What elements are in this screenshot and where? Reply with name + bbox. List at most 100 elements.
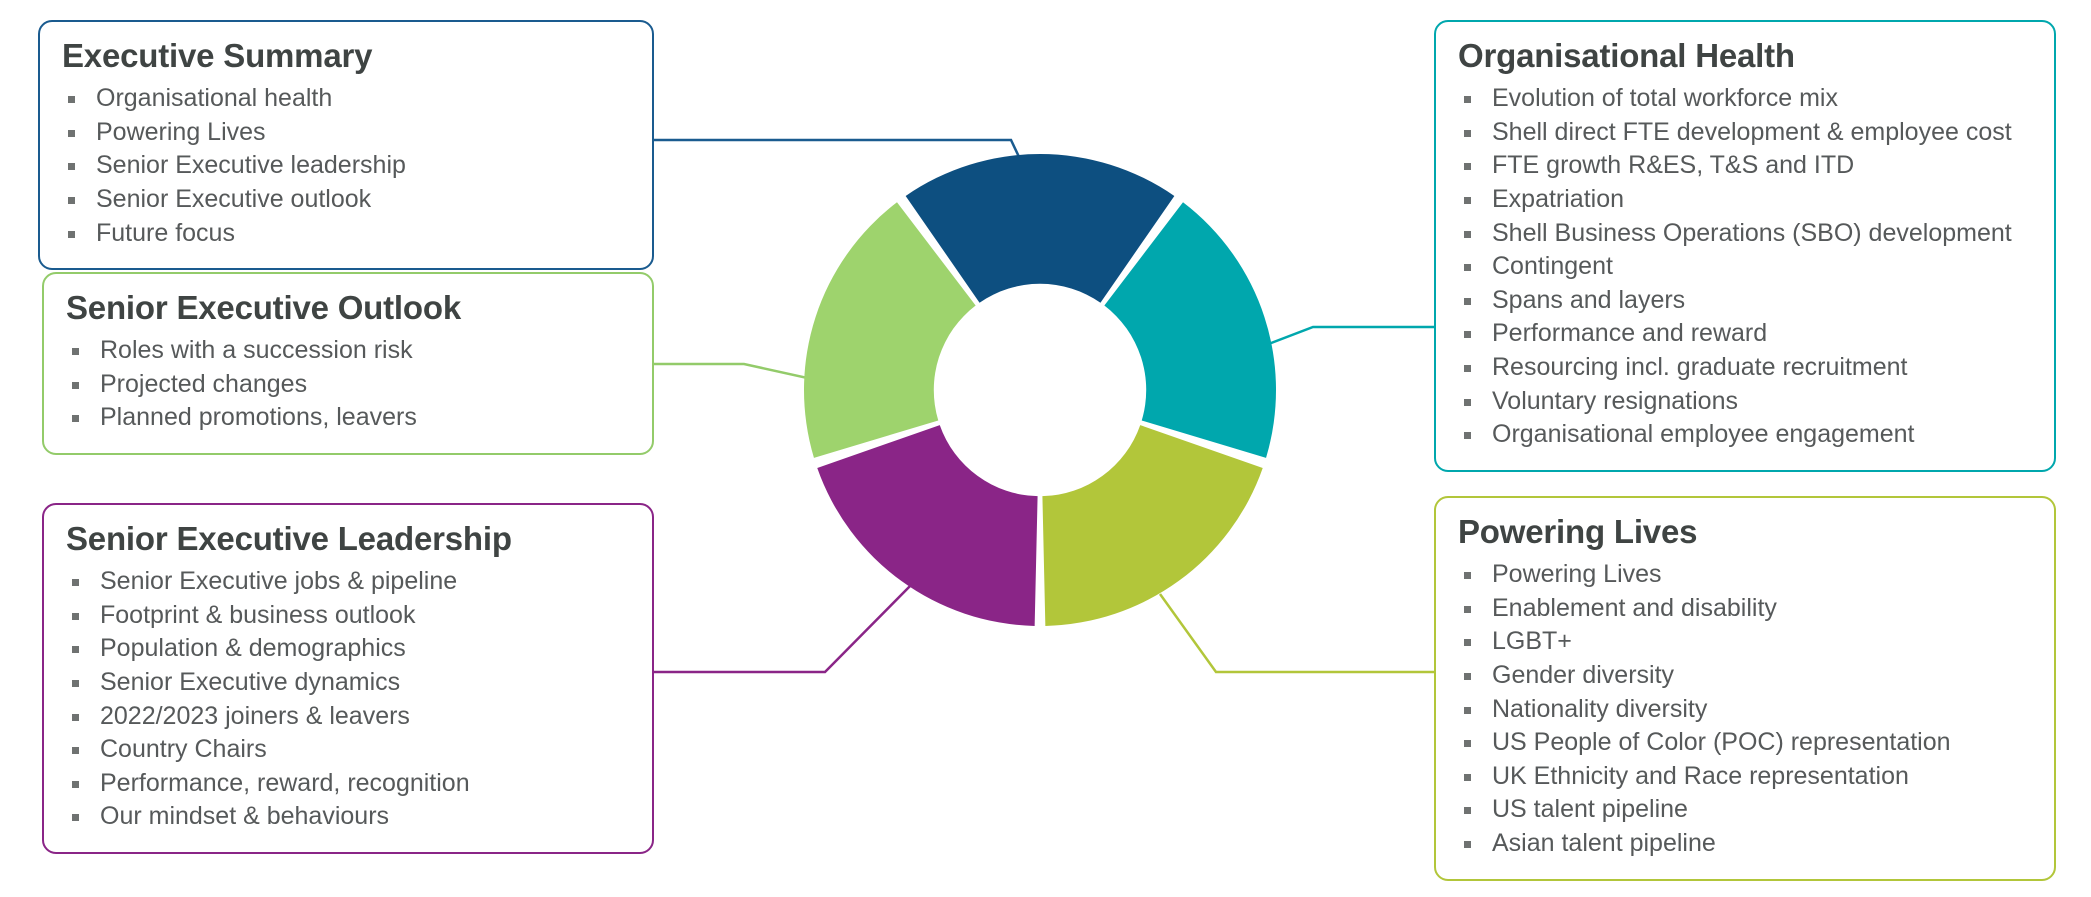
square-bullet-icon — [1464, 163, 1471, 171]
list-item-label: US talent pipeline — [1492, 795, 1688, 824]
list-item: Senior Executive outlook — [62, 183, 630, 217]
square-bullet-icon — [68, 230, 75, 238]
list-item: Performance, reward, recognition — [66, 767, 630, 801]
list-item-label: Expatriation — [1492, 185, 1625, 214]
square-bullet-icon — [1464, 572, 1471, 580]
card-title-powering-lives: Powering Lives — [1458, 513, 1698, 550]
list-item-label: Nationality diversity — [1492, 694, 1708, 723]
list-item-label: 2022/2023 joiners & leavers — [100, 701, 410, 730]
list-item: Expatriation — [1458, 183, 2032, 217]
list-item-label: Future focus — [96, 218, 235, 247]
card-organisational-health[interactable]: Organisational Health Evolution of total… — [1434, 20, 2056, 472]
card-senior-executive-leadership[interactable]: Senior Executive Leadership Senior Execu… — [42, 503, 654, 855]
square-bullet-icon — [68, 163, 75, 171]
list-item-label: Shell direct FTE development & employee … — [1492, 117, 2012, 146]
square-bullet-icon — [1464, 673, 1471, 681]
list-item-label: Organisational health — [96, 84, 333, 113]
donut-chart-svg — [804, 153, 1276, 626]
list-item-label: Our mindset & behaviours — [100, 802, 390, 831]
list-item-label: Senior Executive dynamics — [100, 668, 401, 697]
list-item-label: Enablement and disability — [1492, 593, 1777, 622]
square-bullet-icon — [1464, 230, 1471, 238]
list-item: LGBT+ — [1458, 625, 2032, 659]
card-title-executive-summary: Executive Summary — [62, 37, 373, 74]
list-item-label: Voluntary resignations — [1492, 386, 1738, 415]
list-item: Performance and reward — [1458, 317, 2032, 351]
card-title-senior-executive-outlook: Senior Executive Outlook — [66, 289, 461, 326]
list-item: Footprint & business outlook — [66, 599, 630, 633]
square-bullet-icon — [68, 96, 75, 104]
square-bullet-icon — [1464, 773, 1471, 781]
list-item: Evolution of total workforce mix — [1458, 82, 2032, 116]
list-item-label: Roles with a succession risk — [100, 336, 413, 365]
list-item-label: Gender diversity — [1492, 661, 1675, 690]
list-item-label: UK Ethnicity and Race representation — [1492, 761, 1909, 790]
list-item-label: Performance, reward, recognition — [100, 768, 470, 797]
list-item: Planned promotions, leavers — [66, 401, 630, 435]
list-item: Future focus — [62, 217, 630, 251]
square-bullet-icon — [72, 814, 79, 822]
donut-segment[interactable] — [905, 153, 1175, 303]
list-item: Senior Executive jobs & pipeline — [66, 565, 630, 599]
list-item-label: Senior Executive leadership — [96, 151, 406, 180]
list-item: Enablement and disability — [1458, 592, 2032, 626]
list-item: Resourcing incl. graduate recruitment — [1458, 351, 2032, 385]
square-bullet-icon — [72, 579, 79, 587]
list-item-label: Projected changes — [100, 369, 308, 398]
card-senior-executive-outlook[interactable]: Senior Executive Outlook Roles with a su… — [42, 272, 654, 456]
square-bullet-icon — [1464, 398, 1471, 406]
list-item-label: Powering Lives — [1492, 560, 1662, 589]
square-bullet-icon — [72, 348, 79, 356]
list-item-label: Senior Executive jobs & pipeline — [100, 567, 458, 596]
donut-segment[interactable] — [817, 425, 1038, 626]
square-bullet-icon — [1464, 639, 1471, 647]
list-item-label: FTE growth R&ES, T&S and ITD — [1492, 151, 1855, 180]
list-item-label: Shell Business Operations (SBO) developm… — [1492, 218, 2012, 247]
square-bullet-icon — [1464, 129, 1471, 137]
list-item: Our mindset & behaviours — [66, 800, 630, 834]
square-bullet-icon — [1464, 706, 1471, 714]
list-item-label: Footprint & business outlook — [100, 600, 416, 629]
list-item-label: Contingent — [1492, 252, 1613, 281]
list-item-label: Senior Executive outlook — [96, 185, 372, 214]
square-bullet-icon — [68, 129, 75, 137]
donut-chart — [800, 150, 1280, 630]
list-item: US People of Color (POC) representation — [1458, 726, 2032, 760]
square-bullet-icon — [72, 713, 79, 721]
square-bullet-icon — [72, 747, 79, 755]
donut-segment[interactable] — [804, 202, 976, 458]
donut-segment[interactable] — [1042, 425, 1263, 626]
list-item: Spans and layers — [1458, 284, 2032, 318]
list-item: Roles with a succession risk — [66, 334, 630, 368]
list-item-label: Planned promotions, leavers — [100, 403, 417, 432]
list-item-label: US People of Color (POC) representation — [1492, 728, 1951, 757]
list-item: Shell direct FTE development & employee … — [1458, 116, 2032, 150]
list-item-label: Powering Lives — [96, 117, 266, 146]
square-bullet-icon — [1464, 740, 1471, 748]
list-item: Shell Business Operations (SBO) developm… — [1458, 217, 2032, 251]
list-item: Projected changes — [66, 368, 630, 402]
list-item: Organisational employee engagement — [1458, 418, 2032, 452]
square-bullet-icon — [72, 415, 79, 423]
square-bullet-icon — [1464, 605, 1471, 613]
list-item-label: Population & demographics — [100, 634, 406, 663]
list-item: Asian talent pipeline — [1458, 827, 2032, 861]
list-item-label: Evolution of total workforce mix — [1492, 84, 1838, 113]
list-item: US talent pipeline — [1458, 793, 2032, 827]
list-item: FTE growth R&ES, T&S and ITD — [1458, 149, 2032, 183]
list-item: Senior Executive dynamics — [66, 666, 630, 700]
square-bullet-icon — [1464, 331, 1471, 339]
square-bullet-icon — [72, 612, 79, 620]
square-bullet-icon — [1464, 807, 1471, 815]
square-bullet-icon — [72, 381, 79, 389]
list-item: Contingent — [1458, 250, 2032, 284]
list-item-label: Asian talent pipeline — [1492, 829, 1716, 858]
square-bullet-icon — [1464, 432, 1471, 440]
donut-segment[interactable] — [1104, 202, 1276, 458]
square-bullet-icon — [1464, 264, 1471, 272]
card-title-senior-executive-leadership: Senior Executive Leadership — [66, 520, 512, 557]
